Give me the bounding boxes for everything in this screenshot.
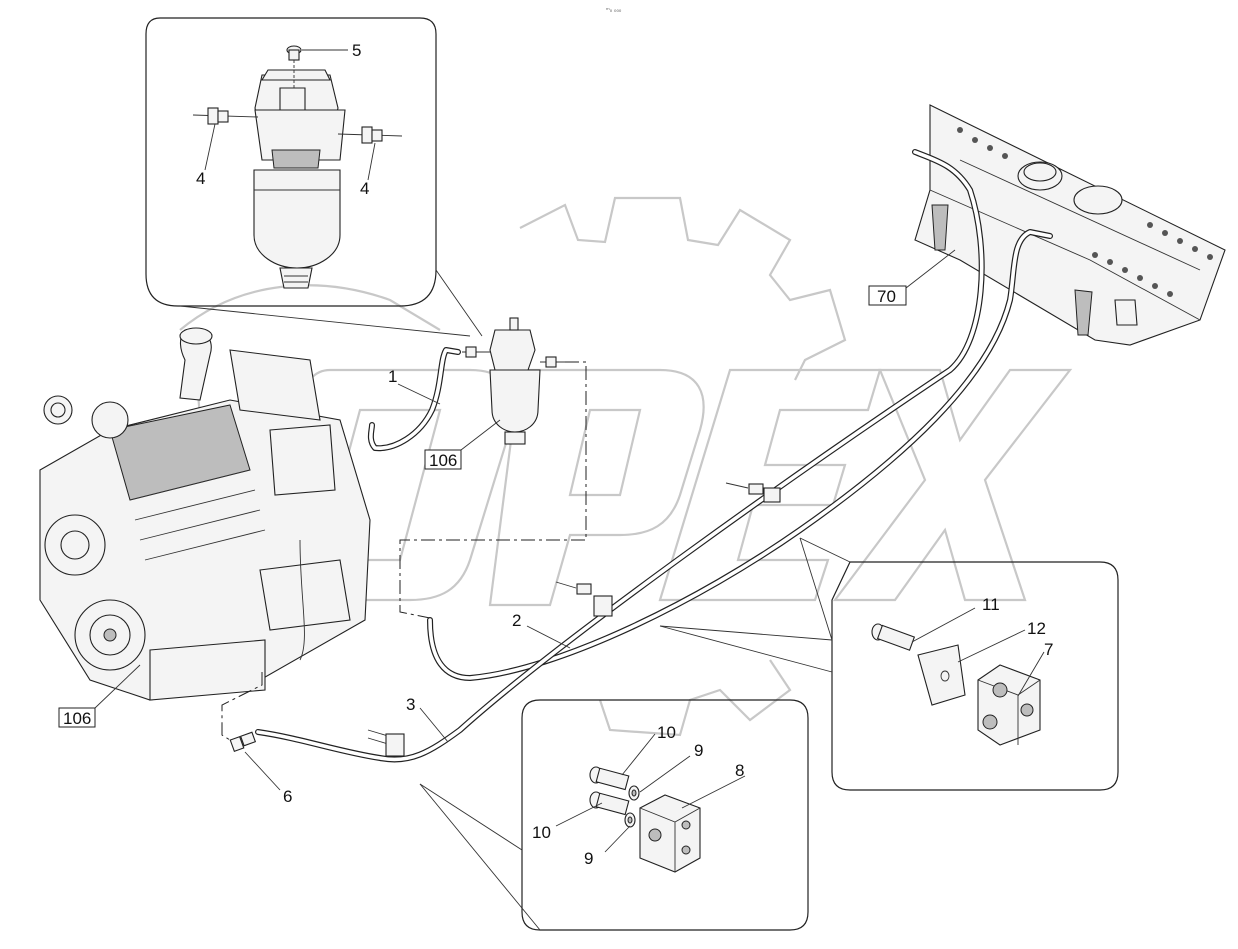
svg-text:70: 70 [877,287,896,306]
filter-detail-leader-2 [435,269,483,337]
callout-9-upper: 9 [694,741,703,760]
filter-detail-leader [179,305,471,337]
watermark-letter-e [658,368,882,602]
fitting-part-4-left [192,107,259,125]
clamp-detail-panel-bottom [419,699,809,931]
watermark-letter-x [832,368,1073,602]
clamp-block-part-8 [639,794,701,873]
callout-5: 5 [352,41,361,60]
boxed-label-106-filter: 106 [424,449,462,470]
callout-6: 6 [283,787,292,806]
hose-clamp-middle [555,581,613,617]
routing-dash-line-2 [221,672,263,746]
bolt-part-11 [871,623,916,651]
filter-detail-panel [145,17,483,337]
bolt-part-5 [286,45,302,88]
hose-clamp-lower [367,729,405,757]
callout-4-left: 4 [196,169,205,188]
callout-7: 7 [1044,640,1053,659]
washer-part-9-lower [624,812,636,828]
filter-detail-outline [145,17,437,307]
svg-text:106: 106 [429,451,457,470]
hose-clamp-upper [725,482,781,503]
callout-9-lower: 9 [584,849,593,868]
boxed-label-106-engine: 106 [58,707,96,728]
washer-part-9-upper [628,785,640,801]
boxed-label-70-tank: 70 [868,285,907,306]
callout-11: 11 [982,595,1000,614]
boxed-labels: 106 106 70 [58,285,907,728]
fuel-tank [914,104,1226,346]
fuel-hose-1 [367,347,461,452]
clamp-detail-panel-right [659,537,1119,791]
fuel-filter-small [462,317,565,445]
fitting-part-6 [229,731,257,753]
watermark-gear [519,196,847,737]
callout-4-right: 4 [360,179,369,198]
callout-3: 3 [406,695,415,714]
routing-dash-line [399,361,587,619]
engine-assembly [39,327,371,701]
callout-12: 12 [1027,619,1046,638]
callout-10-lower: 10 [532,823,551,842]
callout-2: 2 [512,611,521,630]
bolt-part-10-lower [589,791,630,816]
callout-1: 1 [388,367,397,386]
callout-8: 8 [735,761,744,780]
fuel-filter-large [253,69,346,289]
callout-leaders [94,249,1045,853]
callout-labels: 1 2 3 4 4 5 6 7 8 9 9 10 10 11 12 [196,41,1053,868]
bolt-part-10-upper [589,766,630,791]
watermark-letter-p [488,368,705,607]
tank-bolt-pattern [957,127,1213,297]
header-mark: ᵐ₀ ₀₀₀ [606,7,622,14]
fuel-hose-2 [427,229,1053,681]
callout-10-upper: 10 [657,723,676,742]
svg-text:106: 106 [63,709,91,728]
plate-part-12 [917,644,966,706]
clamp-block-part-7 [977,664,1041,746]
fuel-hose-3 [255,149,985,763]
fitting-part-4-right [337,126,403,144]
